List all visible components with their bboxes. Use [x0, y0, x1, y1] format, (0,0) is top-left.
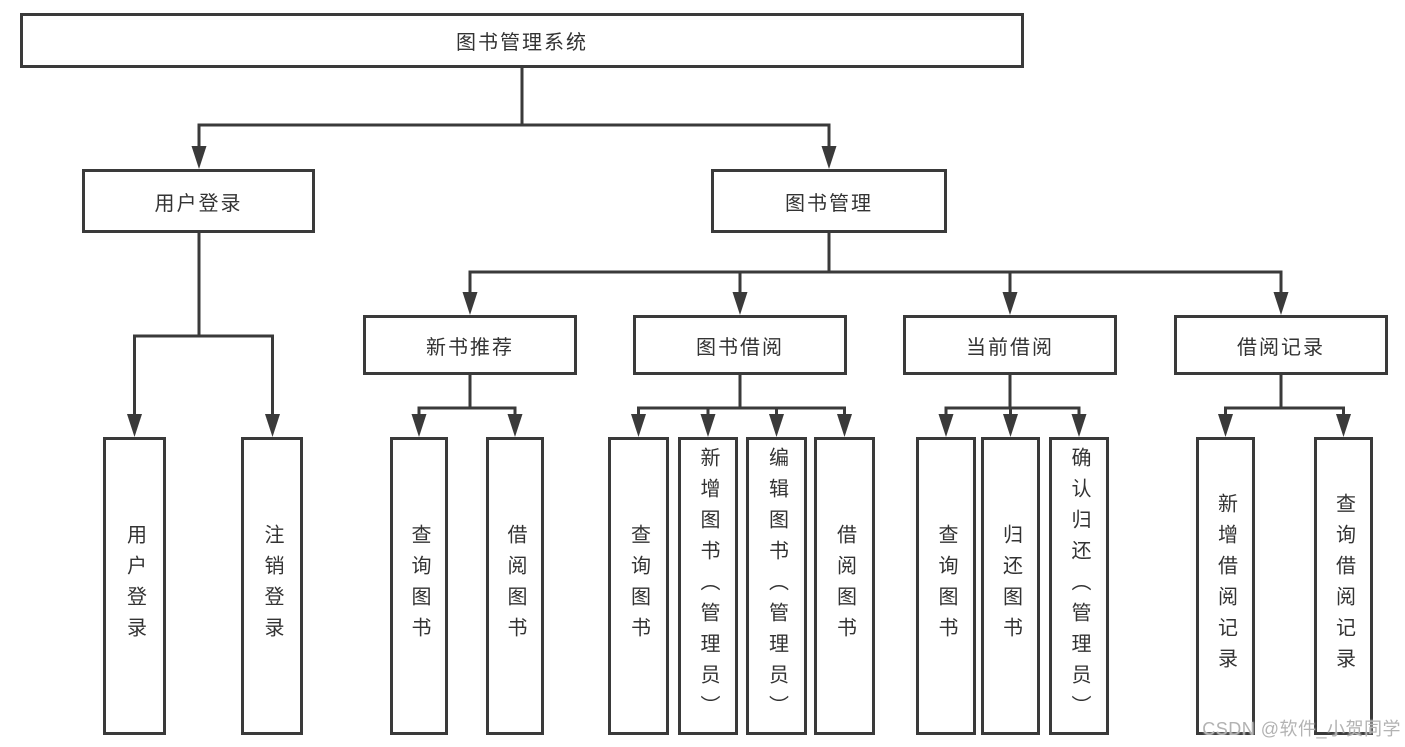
leaf-recommend-borrow-books-label: 借阅图书 — [504, 524, 526, 648]
leaf-query-borrow-record: 查询借阅记录 — [1314, 437, 1373, 735]
node-current-borrow: 当前借阅 — [903, 315, 1117, 375]
node-new-book-recommend: 新书推荐 — [363, 315, 577, 375]
leaf-return-books: 归还图书 — [981, 437, 1040, 735]
leaf-add-borrow-record: 新增借阅记录 — [1196, 437, 1255, 735]
leaf-current-query-books-label: 查询图书 — [935, 524, 957, 648]
leaf-recommend-query-books: 查询图书 — [390, 437, 448, 735]
node-root: 图书管理系统 — [20, 13, 1024, 68]
leaf-confirm-return-admin-label: 确认归还（管理员） — [1068, 446, 1090, 726]
node-user-login: 用户登录 — [82, 169, 315, 233]
leaf-borrow-query-books-label: 查询图书 — [627, 524, 650, 648]
node-current-borrow-label: 当前借阅 — [966, 336, 1054, 359]
leaf-recommend-borrow-books: 借阅图书 — [486, 437, 544, 735]
leaf-add-borrow-record-label: 新增借阅记录 — [1214, 493, 1237, 679]
node-book-management-label: 图书管理 — [785, 192, 873, 215]
leaf-add-books-admin: 新增图书（管理员） — [678, 437, 738, 735]
leaf-user-login-label: 用户登录 — [123, 524, 146, 648]
leaf-user-login: 用户登录 — [103, 437, 166, 735]
leaf-logout: 注销登录 — [241, 437, 303, 735]
leaf-query-borrow-record-label: 查询借阅记录 — [1332, 493, 1355, 679]
leaf-current-query-books: 查询图书 — [916, 437, 976, 735]
node-root-label: 图书管理系统 — [456, 32, 588, 54]
node-book-management: 图书管理 — [711, 169, 947, 233]
node-book-borrow: 图书借阅 — [633, 315, 847, 375]
leaf-borrow-books-label: 借阅图书 — [833, 524, 856, 648]
leaf-return-books-label: 归还图书 — [999, 524, 1022, 648]
leaf-edit-books-admin: 编辑图书（管理员） — [746, 437, 807, 735]
node-user-login-label: 用户登录 — [154, 192, 243, 215]
node-new-book-recommend-label: 新书推荐 — [426, 336, 514, 359]
leaf-borrow-query-books: 查询图书 — [608, 437, 669, 735]
node-book-borrow-label: 图书借阅 — [696, 336, 784, 359]
leaf-borrow-books: 借阅图书 — [814, 437, 875, 735]
leaf-recommend-query-books-label: 查询图书 — [408, 524, 430, 648]
node-borrow-records: 借阅记录 — [1174, 315, 1388, 375]
leaf-edit-books-admin-label: 编辑图书（管理员） — [765, 446, 788, 726]
csdn-watermark: CSDN @软件_小贺同学 — [1202, 719, 1401, 739]
leaf-logout-label: 注销登录 — [261, 524, 283, 648]
leaf-add-books-admin-label: 新增图书（管理员） — [697, 446, 719, 726]
leaf-confirm-return-admin: 确认归还（管理员） — [1049, 437, 1109, 735]
node-borrow-records-label: 借阅记录 — [1237, 336, 1325, 359]
